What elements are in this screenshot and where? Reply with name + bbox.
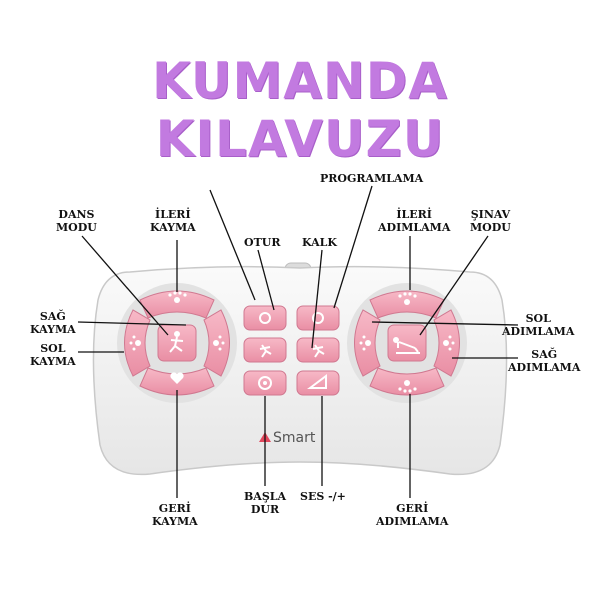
paw-icon	[398, 380, 417, 393]
paw-icon	[359, 335, 371, 351]
heart-icon	[170, 372, 184, 384]
label-ses: SES -/+	[300, 490, 346, 503]
ileri-kayma-button	[139, 290, 215, 319]
leader-lines	[77, 185, 519, 498]
dancer-icon	[312, 344, 325, 358]
sinav-modu-button	[387, 324, 427, 362]
label-kalk: KALK	[302, 236, 337, 249]
brand-text: Smart	[273, 430, 316, 446]
paw-icon	[398, 292, 417, 305]
page-title: KUMANDA KILAVUZU	[152, 52, 448, 168]
dancer-icon	[259, 344, 272, 358]
circle-icon	[258, 376, 272, 390]
volume-icon	[307, 374, 327, 389]
paw-icon	[443, 335, 455, 351]
otur-button	[243, 305, 287, 331]
gear-icon	[312, 312, 324, 324]
dancer-icon	[169, 331, 184, 353]
kalk-button	[296, 305, 340, 331]
paw-icon	[168, 291, 187, 303]
paw-icon	[213, 335, 225, 351]
label-otur: OTUR	[244, 236, 281, 249]
center-buttons[interactable]	[243, 305, 340, 396]
pushup-icon	[393, 337, 420, 354]
paw-icon	[129, 335, 141, 351]
label-programlama: PROGRAMLAMA	[320, 172, 424, 185]
gear-icon	[259, 312, 271, 324]
right-dpad[interactable]	[354, 290, 460, 396]
